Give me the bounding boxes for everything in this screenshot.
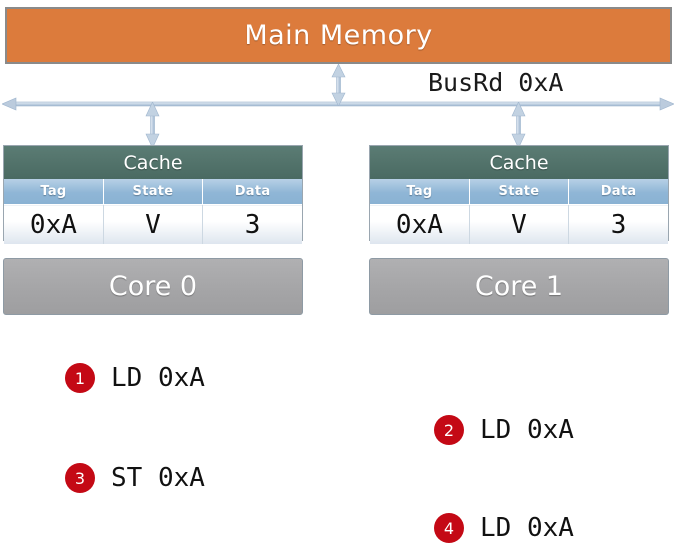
- bus-to-cache1-connector-icon: [511, 102, 526, 148]
- core-block-0: Core 0: [3, 258, 303, 315]
- cache-1-col-data: Data: [568, 179, 668, 205]
- cache-0-tag-value: 0xA: [4, 204, 104, 244]
- cache-1-col-state: State: [469, 179, 570, 205]
- bus-to-cache0-connector-icon: [145, 102, 160, 148]
- cache-1-state-value: V: [469, 204, 570, 244]
- cache-1-data-value: 3: [568, 204, 668, 244]
- step-2-badge: 2: [434, 415, 464, 445]
- cache-0-state-value: V: [103, 204, 204, 244]
- cache-0-data-value: 3: [202, 204, 302, 244]
- cache-block-0: Cache Tag State Data 0xA V 3: [3, 145, 303, 244]
- cache-1-header-row: Tag State Data: [370, 179, 668, 205]
- main-memory-block: Main Memory: [5, 7, 672, 64]
- memory-to-bus-connector-icon: [331, 64, 346, 106]
- step-4-text: LD 0xA: [480, 513, 574, 543]
- step-item-2: 2 LD 0xA: [434, 415, 574, 445]
- cache-block-1: Cache Tag State Data 0xA V 3: [369, 145, 669, 244]
- step-1-text: LD 0xA: [111, 363, 205, 393]
- step-1-badge: 1: [65, 363, 95, 393]
- cache-0-data-row: 0xA V 3: [4, 204, 302, 244]
- cache-0-header-row: Tag State Data: [4, 179, 302, 205]
- step-item-1: 1 LD 0xA: [65, 363, 205, 393]
- step-2-text: LD 0xA: [480, 415, 574, 445]
- cache-0-table: Tag State Data 0xA V 3: [4, 179, 302, 244]
- main-memory-label: Main Memory: [244, 20, 433, 51]
- cache-1-tag-value: 0xA: [370, 204, 470, 244]
- step-item-4: 4 LD 0xA: [434, 513, 574, 543]
- cache-1-col-tag: Tag: [370, 179, 470, 205]
- cache-0-col-tag: Tag: [4, 179, 104, 205]
- core-0-label: Core 0: [108, 271, 198, 302]
- step-3-badge: 3: [65, 463, 95, 493]
- core-block-1: Core 1: [369, 258, 669, 315]
- bus-transaction-label: BusRd 0xA: [428, 68, 564, 97]
- cache-0-col-data: Data: [202, 179, 302, 205]
- step-4-badge: 4: [434, 513, 464, 543]
- core-1-label: Core 1: [474, 271, 564, 302]
- cache-0-title: Cache: [4, 146, 302, 179]
- cache-0-col-state: State: [103, 179, 204, 205]
- cache-1-table: Tag State Data 0xA V 3: [370, 179, 668, 244]
- cache-1-title: Cache: [370, 146, 668, 179]
- step-3-text: ST 0xA: [111, 463, 205, 493]
- cache-1-data-row: 0xA V 3: [370, 204, 668, 244]
- step-item-3: 3 ST 0xA: [65, 463, 205, 493]
